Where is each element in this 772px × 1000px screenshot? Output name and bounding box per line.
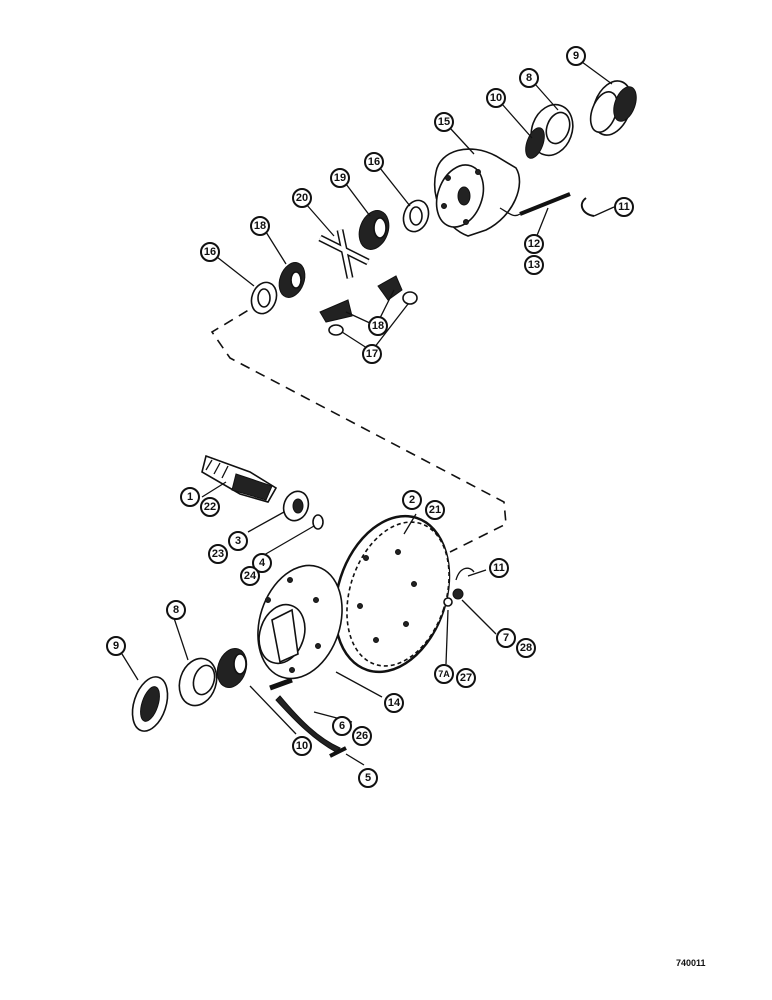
callout-27: 27 (456, 668, 476, 688)
callout-10-lower: 10 (292, 736, 312, 756)
spider-cross (318, 229, 370, 279)
callout-8-lower: 8 (166, 600, 186, 620)
ring-gear (333, 514, 451, 674)
lower-leaders (121, 481, 497, 766)
callout-19-upper: 19 (330, 168, 350, 188)
svg-text:8: 8 (526, 72, 532, 84)
svg-text:14: 14 (388, 697, 401, 709)
callout-1: 1 (180, 487, 200, 507)
svg-text:24: 24 (244, 570, 257, 582)
svg-text:8: 8 (173, 604, 179, 616)
svg-text:26: 26 (356, 730, 368, 742)
svg-text:20: 20 (296, 192, 308, 204)
pinion-washer-right (402, 291, 418, 305)
callout-10-top: 10 (486, 88, 506, 108)
callout-5: 5 (358, 768, 378, 788)
bearing-cone-top (613, 86, 637, 122)
callout-18: 18 (368, 316, 388, 336)
svg-text:7A: 7A (438, 669, 450, 679)
callout-14: 14 (384, 693, 404, 713)
svg-text:2: 2 (409, 494, 415, 506)
pinion-shaft (201, 454, 278, 503)
callout-11-lower: 11 (489, 558, 509, 578)
callout-20: 20 (292, 188, 312, 208)
thrust-washer-lower (250, 281, 278, 315)
bearing-cup-lower (178, 657, 218, 707)
assembly-dashed-line (210, 301, 507, 553)
svg-text:23: 23 (212, 548, 224, 560)
svg-text:10: 10 (296, 740, 308, 752)
svg-text:3: 3 (235, 535, 241, 547)
callout-9-top: 9 (566, 46, 586, 66)
svg-text:18: 18 (372, 320, 384, 332)
svg-text:10: 10 (490, 92, 502, 104)
callout-6: 6 (332, 716, 352, 736)
callout-17: 17 (362, 344, 382, 364)
callout-16-lower: 16 (200, 242, 220, 262)
svg-text:22: 22 (204, 501, 216, 513)
thrust-washer-upper (402, 199, 430, 233)
callout-7a: 7A (434, 664, 454, 684)
case-bolt (269, 677, 293, 691)
callout-7: 7 (496, 628, 516, 648)
callout-15: 15 (434, 112, 454, 132)
callout-2: 2 (402, 490, 422, 510)
callout-21: 21 (425, 500, 445, 520)
svg-text:9: 9 (113, 640, 119, 652)
callout-3: 3 (228, 531, 248, 551)
svg-text:11: 11 (493, 562, 505, 574)
svg-text:9: 9 (573, 50, 579, 62)
svg-text:12: 12 (528, 238, 540, 250)
svg-text:16: 16 (204, 246, 216, 258)
svg-text:27: 27 (460, 672, 472, 684)
svg-text:15: 15 (438, 116, 450, 128)
svg-text:16: 16 (368, 156, 380, 168)
differential-case-upper (434, 148, 521, 237)
cross-shaft-pin (499, 192, 571, 217)
lock-clip-top (580, 197, 595, 217)
figure-id: 740011 (676, 958, 706, 968)
svg-text:21: 21 (429, 504, 441, 516)
svg-text:4: 4 (259, 557, 266, 569)
side-gear-upper (358, 210, 390, 250)
side-gear-lower (278, 262, 306, 298)
svg-text:17: 17 (366, 348, 378, 360)
callout-26: 26 (352, 726, 372, 746)
callout-24: 24 (240, 566, 260, 586)
callout-22: 22 (200, 497, 220, 517)
svg-text:1: 1 (187, 491, 193, 503)
svg-text:6: 6 (339, 720, 345, 732)
svg-text:19: 19 (334, 172, 346, 184)
svg-text:7: 7 (503, 632, 509, 644)
lock-clip-bottom (455, 567, 475, 581)
callout-16-upper: 16 (364, 152, 384, 172)
callout-23: 23 (208, 544, 228, 564)
bearing-cone-outer-lower (131, 676, 169, 732)
snap-ring (312, 514, 324, 530)
pinion-bearing (282, 490, 310, 522)
pinion-washer-bottom (328, 324, 344, 336)
callout-11-top: 11 (614, 197, 634, 217)
svg-text:5: 5 (365, 772, 371, 784)
callout-4: 4 (252, 553, 272, 573)
pinion-gear-bottom (319, 299, 353, 323)
svg-text:18: 18 (254, 220, 266, 232)
svg-text:11: 11 (618, 201, 630, 213)
callout-12: 12 (524, 234, 544, 254)
dowel-pin (329, 746, 347, 758)
callout-9-lower: 9 (106, 636, 126, 656)
callout-28: 28 (516, 638, 536, 658)
callout-13: 13 (524, 255, 544, 275)
ring-gear-washer (443, 597, 453, 607)
ring-gear-nut (452, 588, 464, 600)
svg-text:13: 13 (528, 259, 540, 271)
differential-case-lower (257, 564, 343, 680)
callout-8-top: 8 (519, 68, 539, 88)
svg-text:28: 28 (520, 642, 532, 654)
pinion-gear-right (377, 275, 403, 301)
callout-19-lower: 18 (250, 216, 270, 236)
bearing-cone-lower (216, 647, 248, 689)
